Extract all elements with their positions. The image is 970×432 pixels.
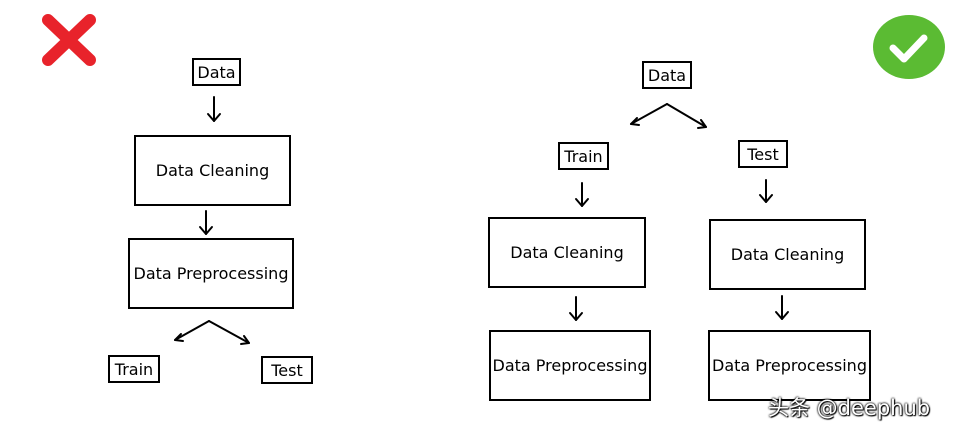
watermark: 头条 @deephub bbox=[768, 396, 931, 420]
left-data-box: Data bbox=[192, 58, 241, 86]
right-test-preprocessing-box: Data Preprocessing bbox=[708, 330, 871, 401]
right-train-box: Train bbox=[558, 142, 609, 170]
arrow-test-cleaning-to-preprocessing bbox=[775, 295, 789, 320]
right-data-box: Data bbox=[642, 61, 692, 89]
right-data-label: Data bbox=[647, 65, 687, 85]
right-test-box: Test bbox=[738, 140, 788, 168]
left-cleaning-box: Data Cleaning bbox=[134, 135, 291, 206]
left-cleaning-label: Data Cleaning bbox=[155, 161, 270, 180]
right-train-cleaning-label: Data Cleaning bbox=[510, 243, 624, 262]
arrow-preprocessing-split bbox=[174, 320, 250, 345]
check-mark-icon bbox=[873, 15, 945, 79]
arrow-train-cleaning-to-preprocessing bbox=[569, 296, 583, 321]
right-train-preprocessing-label: Data Preprocessing bbox=[492, 356, 648, 375]
right-train-preprocessing-box: Data Preprocessing bbox=[489, 330, 651, 401]
left-test-label: Test bbox=[271, 360, 303, 380]
left-data-label: Data bbox=[197, 62, 236, 82]
right-test-label: Test bbox=[747, 144, 779, 164]
left-train-label: Train bbox=[114, 359, 154, 379]
right-test-cleaning-label: Data Cleaning bbox=[730, 245, 845, 264]
right-train-cleaning-box: Data Cleaning bbox=[488, 217, 646, 288]
arrow-test-to-cleaning bbox=[759, 179, 773, 203]
arrow-cleaning-to-preprocessing bbox=[199, 210, 213, 235]
arrow-train-to-cleaning bbox=[575, 182, 589, 207]
left-train-box: Train bbox=[108, 355, 160, 383]
right-test-cleaning-box: Data Cleaning bbox=[709, 219, 866, 290]
left-test-box: Test bbox=[261, 356, 313, 384]
x-mark-icon bbox=[42, 14, 96, 66]
arrow-data-to-cleaning bbox=[207, 96, 221, 122]
right-train-label: Train bbox=[564, 146, 603, 166]
right-test-preprocessing-label: Data Preprocessing bbox=[712, 356, 867, 375]
left-preprocessing-box: Data Preprocessing bbox=[128, 238, 294, 309]
arrow-data-split bbox=[630, 103, 707, 129]
left-preprocessing-label: Data Preprocessing bbox=[133, 264, 289, 283]
